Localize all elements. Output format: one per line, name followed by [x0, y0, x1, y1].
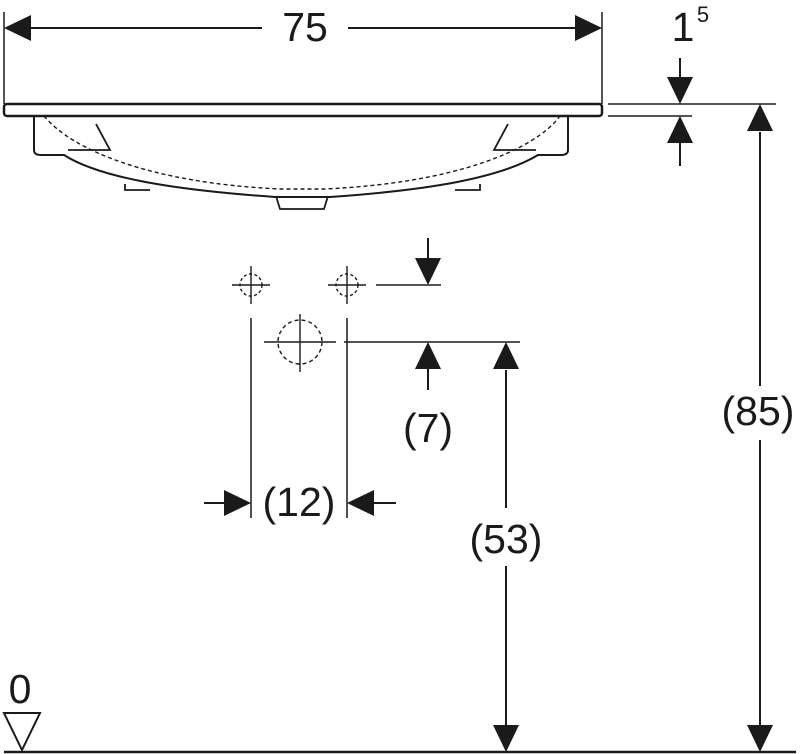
width-dimension: 75: [3, 4, 603, 104]
tap-spacing-label: (12): [263, 479, 336, 525]
tap-spacing-dimension: (12): [204, 318, 396, 525]
drain-outlet-position: [264, 314, 336, 372]
width-label: 75: [282, 4, 328, 50]
total-height-dimension: (85): [722, 104, 795, 752]
rim-thickness-label: 1: [672, 4, 695, 50]
rim-thickness-dimension: 1 5: [608, 2, 776, 166]
tap-hole-left: [232, 266, 270, 304]
drain-height-dimension: (53): [470, 342, 543, 752]
floor-level-reference: 0: [2, 666, 796, 754]
rim-thickness-superscript: 5: [697, 2, 709, 27]
washbasin-profile: [2, 102, 604, 210]
floor-level-label: 0: [9, 666, 32, 712]
total-height-label: (85): [722, 388, 795, 434]
drain-height-label: (53): [470, 516, 543, 562]
tap-offset-dimension: (7): [344, 238, 520, 451]
tap-hole-right: [328, 266, 366, 304]
tap-offset-label: (7): [403, 405, 453, 451]
